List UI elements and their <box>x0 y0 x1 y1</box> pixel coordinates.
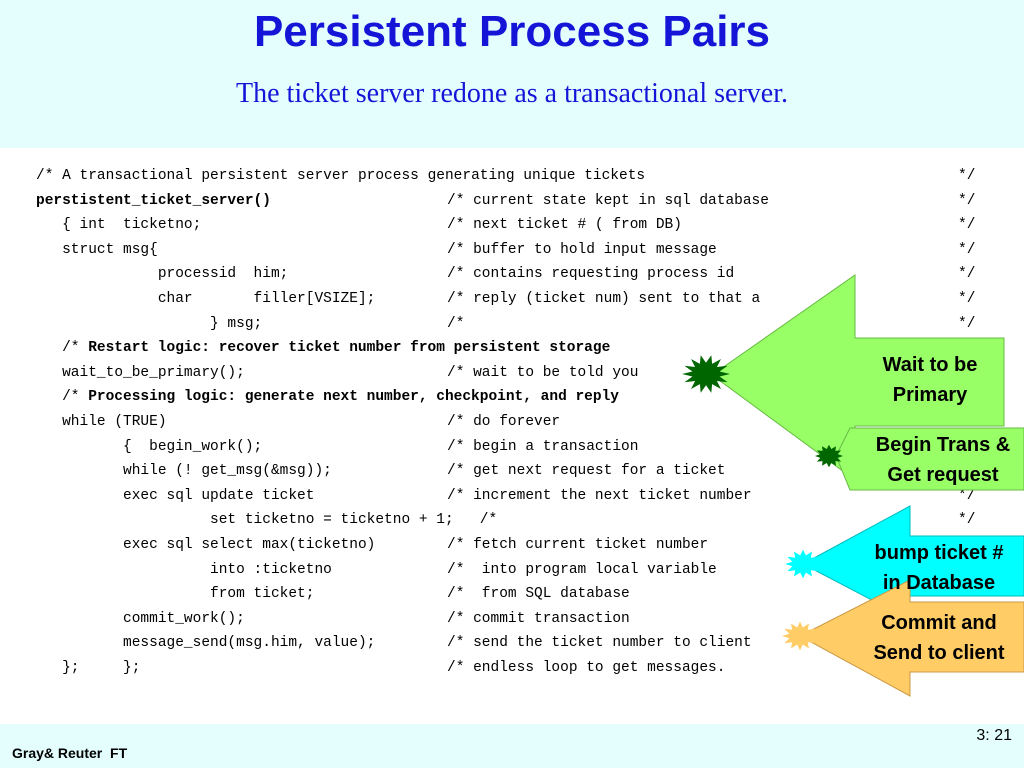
code-listing: /* A transactional persistent server pro… <box>0 164 1024 684</box>
code-comment-end: */ <box>958 168 976 184</box>
code-text: while (! get_msg(&msg)); <box>36 463 332 480</box>
code-comment: /* next ticket # ( from DB) <box>447 217 682 234</box>
code-comment-end: */ <box>958 217 976 234</box>
code-text: { int ticketno; <box>36 217 202 234</box>
code-comment-end: */ <box>958 512 976 529</box>
code-text: commit_work(); <box>36 610 245 627</box>
code-comment: /* reply (ticket num) sent to that a <box>447 291 761 307</box>
code-comment: /* buffer to hold input message <box>447 241 717 258</box>
code-text: /* <box>36 389 89 406</box>
code-text: }; }; <box>36 660 141 676</box>
footer-band: Gray& Reuter FT 3: 21 <box>0 724 1024 768</box>
callout-line: Send to client <box>873 642 1005 664</box>
callout-text-3: bump ticket # in Database <box>854 538 1024 598</box>
code-text: /* <box>36 340 89 357</box>
title-band: Persistent Process Pairs The ticket serv… <box>0 0 1024 148</box>
code-comment-end: */ <box>958 192 976 209</box>
code-comment: /* do forever <box>447 414 561 430</box>
callout-line: Primary <box>892 384 968 406</box>
code-text: /* A transactional persistent server pro… <box>36 168 646 184</box>
code-text: set ticketno = ticketno + 1; /* <box>36 512 498 529</box>
code-bold-comment: Processing logic: generate next number, … <box>88 389 619 406</box>
callout-line: in Database <box>882 572 996 594</box>
code-text: exec sql update ticket <box>36 487 315 504</box>
code-text: exec sql select max(ticketno) <box>36 537 376 553</box>
code-text: into :ticketno <box>36 561 332 578</box>
code-text: while (TRUE) <box>36 414 167 430</box>
code-comment: /* fetch current ticket number <box>447 537 709 553</box>
code-text: struct msg{ <box>36 241 158 258</box>
code-comment-end: */ <box>958 487 976 504</box>
code-comment-end: */ <box>958 241 976 258</box>
code-comment: /* into program local variable <box>447 561 717 578</box>
code-text: perstistent_ticket_server() <box>36 192 271 209</box>
callout-line: bump ticket # <box>874 542 1004 564</box>
code-comment: /* contains requesting process id <box>447 266 735 283</box>
code-comment: /* commit transaction <box>447 610 630 627</box>
callout-line: Get request <box>887 464 999 486</box>
code-comment: /* wait to be told you <box>447 364 639 381</box>
code-comment-end: */ <box>958 266 976 283</box>
page-number: 3: 21 <box>976 727 1012 744</box>
footer-credit: Gray& Reuter FT <box>12 745 128 761</box>
code-comment-end: */ <box>958 315 976 332</box>
callout-text-4: Commit and Send to client <box>854 608 1024 668</box>
code-text: message_send(msg.him, value); <box>36 635 376 652</box>
code-text: processid him; <box>36 266 289 283</box>
code-comment-end: */ <box>958 291 976 307</box>
code-text: char filler[VSIZE]; <box>36 291 376 307</box>
code-text: wait_to_be_primary(); <box>36 364 245 381</box>
code-comment: /* send the ticket number to client <box>447 635 752 652</box>
slide-subtitle: The ticket server redone as a transactio… <box>236 78 788 109</box>
code-comment: /* endless loop to get messages. <box>447 660 726 676</box>
callout-line: Begin Trans & <box>875 434 1011 456</box>
callout-text-1: Wait to be Primary <box>855 350 1005 410</box>
code-comment: /* increment the next ticket number <box>447 487 752 504</box>
slide-title: Persistent Process Pairs <box>253 7 771 56</box>
code-comment: /* begin a transaction <box>447 438 639 455</box>
code-text: { begin_work(); <box>36 438 263 455</box>
code-comment: /* current state kept in sql database <box>447 192 769 209</box>
code-comment: /* from SQL database <box>447 586 630 603</box>
callout-text-2: Begin Trans & Get request <box>862 430 1024 490</box>
code-bold-comment: Restart logic: recover ticket number fro… <box>88 340 611 357</box>
code-text: from ticket; <box>36 586 315 603</box>
code-comment: /* <box>447 315 465 332</box>
code-text: } msg; <box>36 315 263 332</box>
callout-line: Commit and <box>881 612 997 634</box>
code-comment: /* get next request for a ticket <box>447 463 726 480</box>
callout-line: Wait to be <box>882 354 978 376</box>
